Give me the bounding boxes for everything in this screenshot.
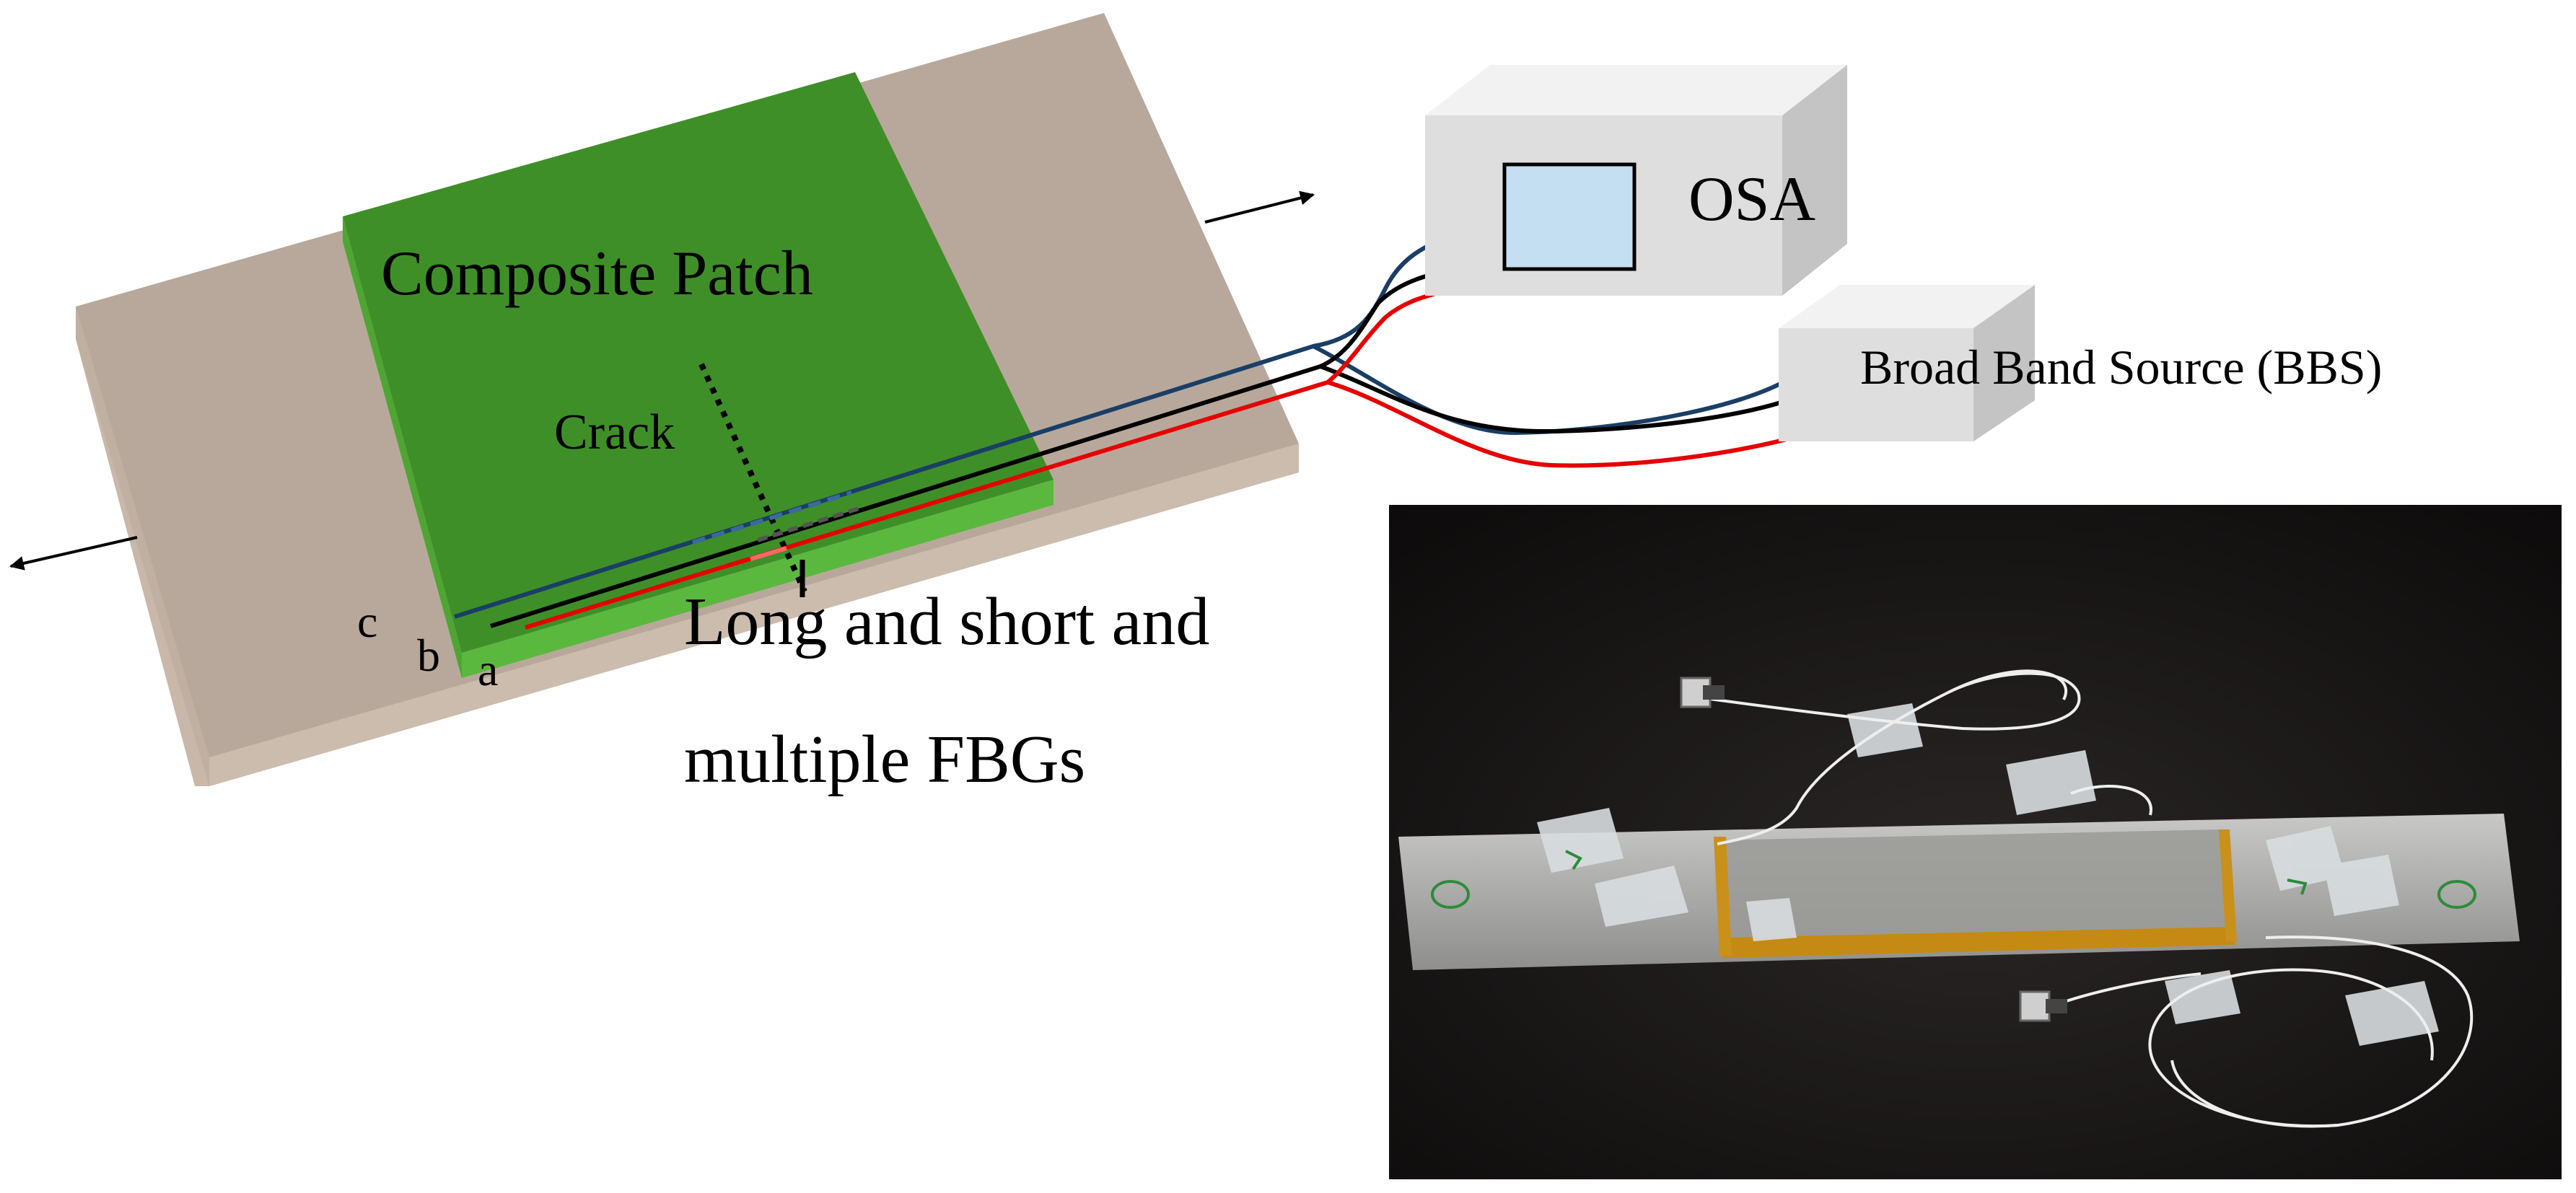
plate-left-edge xyxy=(76,307,209,786)
crack-label: Crack xyxy=(554,405,675,460)
composite-patch-label: Composite Patch xyxy=(381,239,813,309)
patch-left-side xyxy=(343,216,462,678)
crack-line xyxy=(698,363,807,593)
bbs-label: Broad Band Source (BBS) xyxy=(1860,340,2382,395)
fiber-label-b: b xyxy=(417,630,440,681)
fbg-markers xyxy=(692,490,859,561)
plate-front-edge xyxy=(209,444,1299,786)
bbs-side-face xyxy=(1973,285,2035,441)
photo-tape-bottom xyxy=(1721,927,2235,958)
osa-top-face xyxy=(1425,65,1847,115)
photo-green-marks xyxy=(1431,850,2476,909)
fbg-grating-b xyxy=(757,506,859,542)
load-arrow-left xyxy=(9,536,138,571)
osa-device xyxy=(1425,65,1847,296)
photo-tape-left xyxy=(1714,837,1732,956)
fbg-label-line1: Long and short and xyxy=(684,584,1209,659)
bbs-front-face xyxy=(1779,328,1973,441)
fiber-label-a: a xyxy=(478,644,498,695)
photo-tape-pieces xyxy=(1537,703,2439,1046)
patch-side-face xyxy=(462,480,1053,678)
bbs-device xyxy=(1779,285,2035,441)
photo-patch xyxy=(1717,829,2233,954)
photo-connectors xyxy=(1680,677,2067,1022)
fbg-grating-c xyxy=(692,490,852,545)
fbg-label-line2: multiple FBGs xyxy=(684,722,1085,797)
bbs-top-face xyxy=(1779,285,2035,328)
specimen-photo xyxy=(1389,505,2562,1179)
osa-side-face xyxy=(1782,65,1847,296)
fiber-label-c: c xyxy=(357,596,377,647)
osa-label: OSA xyxy=(1688,164,1815,234)
photo-tape-right xyxy=(2219,829,2237,941)
osa-screen xyxy=(1502,162,1637,271)
load-arrow-right xyxy=(1204,190,1315,224)
fbg-grating-a xyxy=(750,546,787,561)
